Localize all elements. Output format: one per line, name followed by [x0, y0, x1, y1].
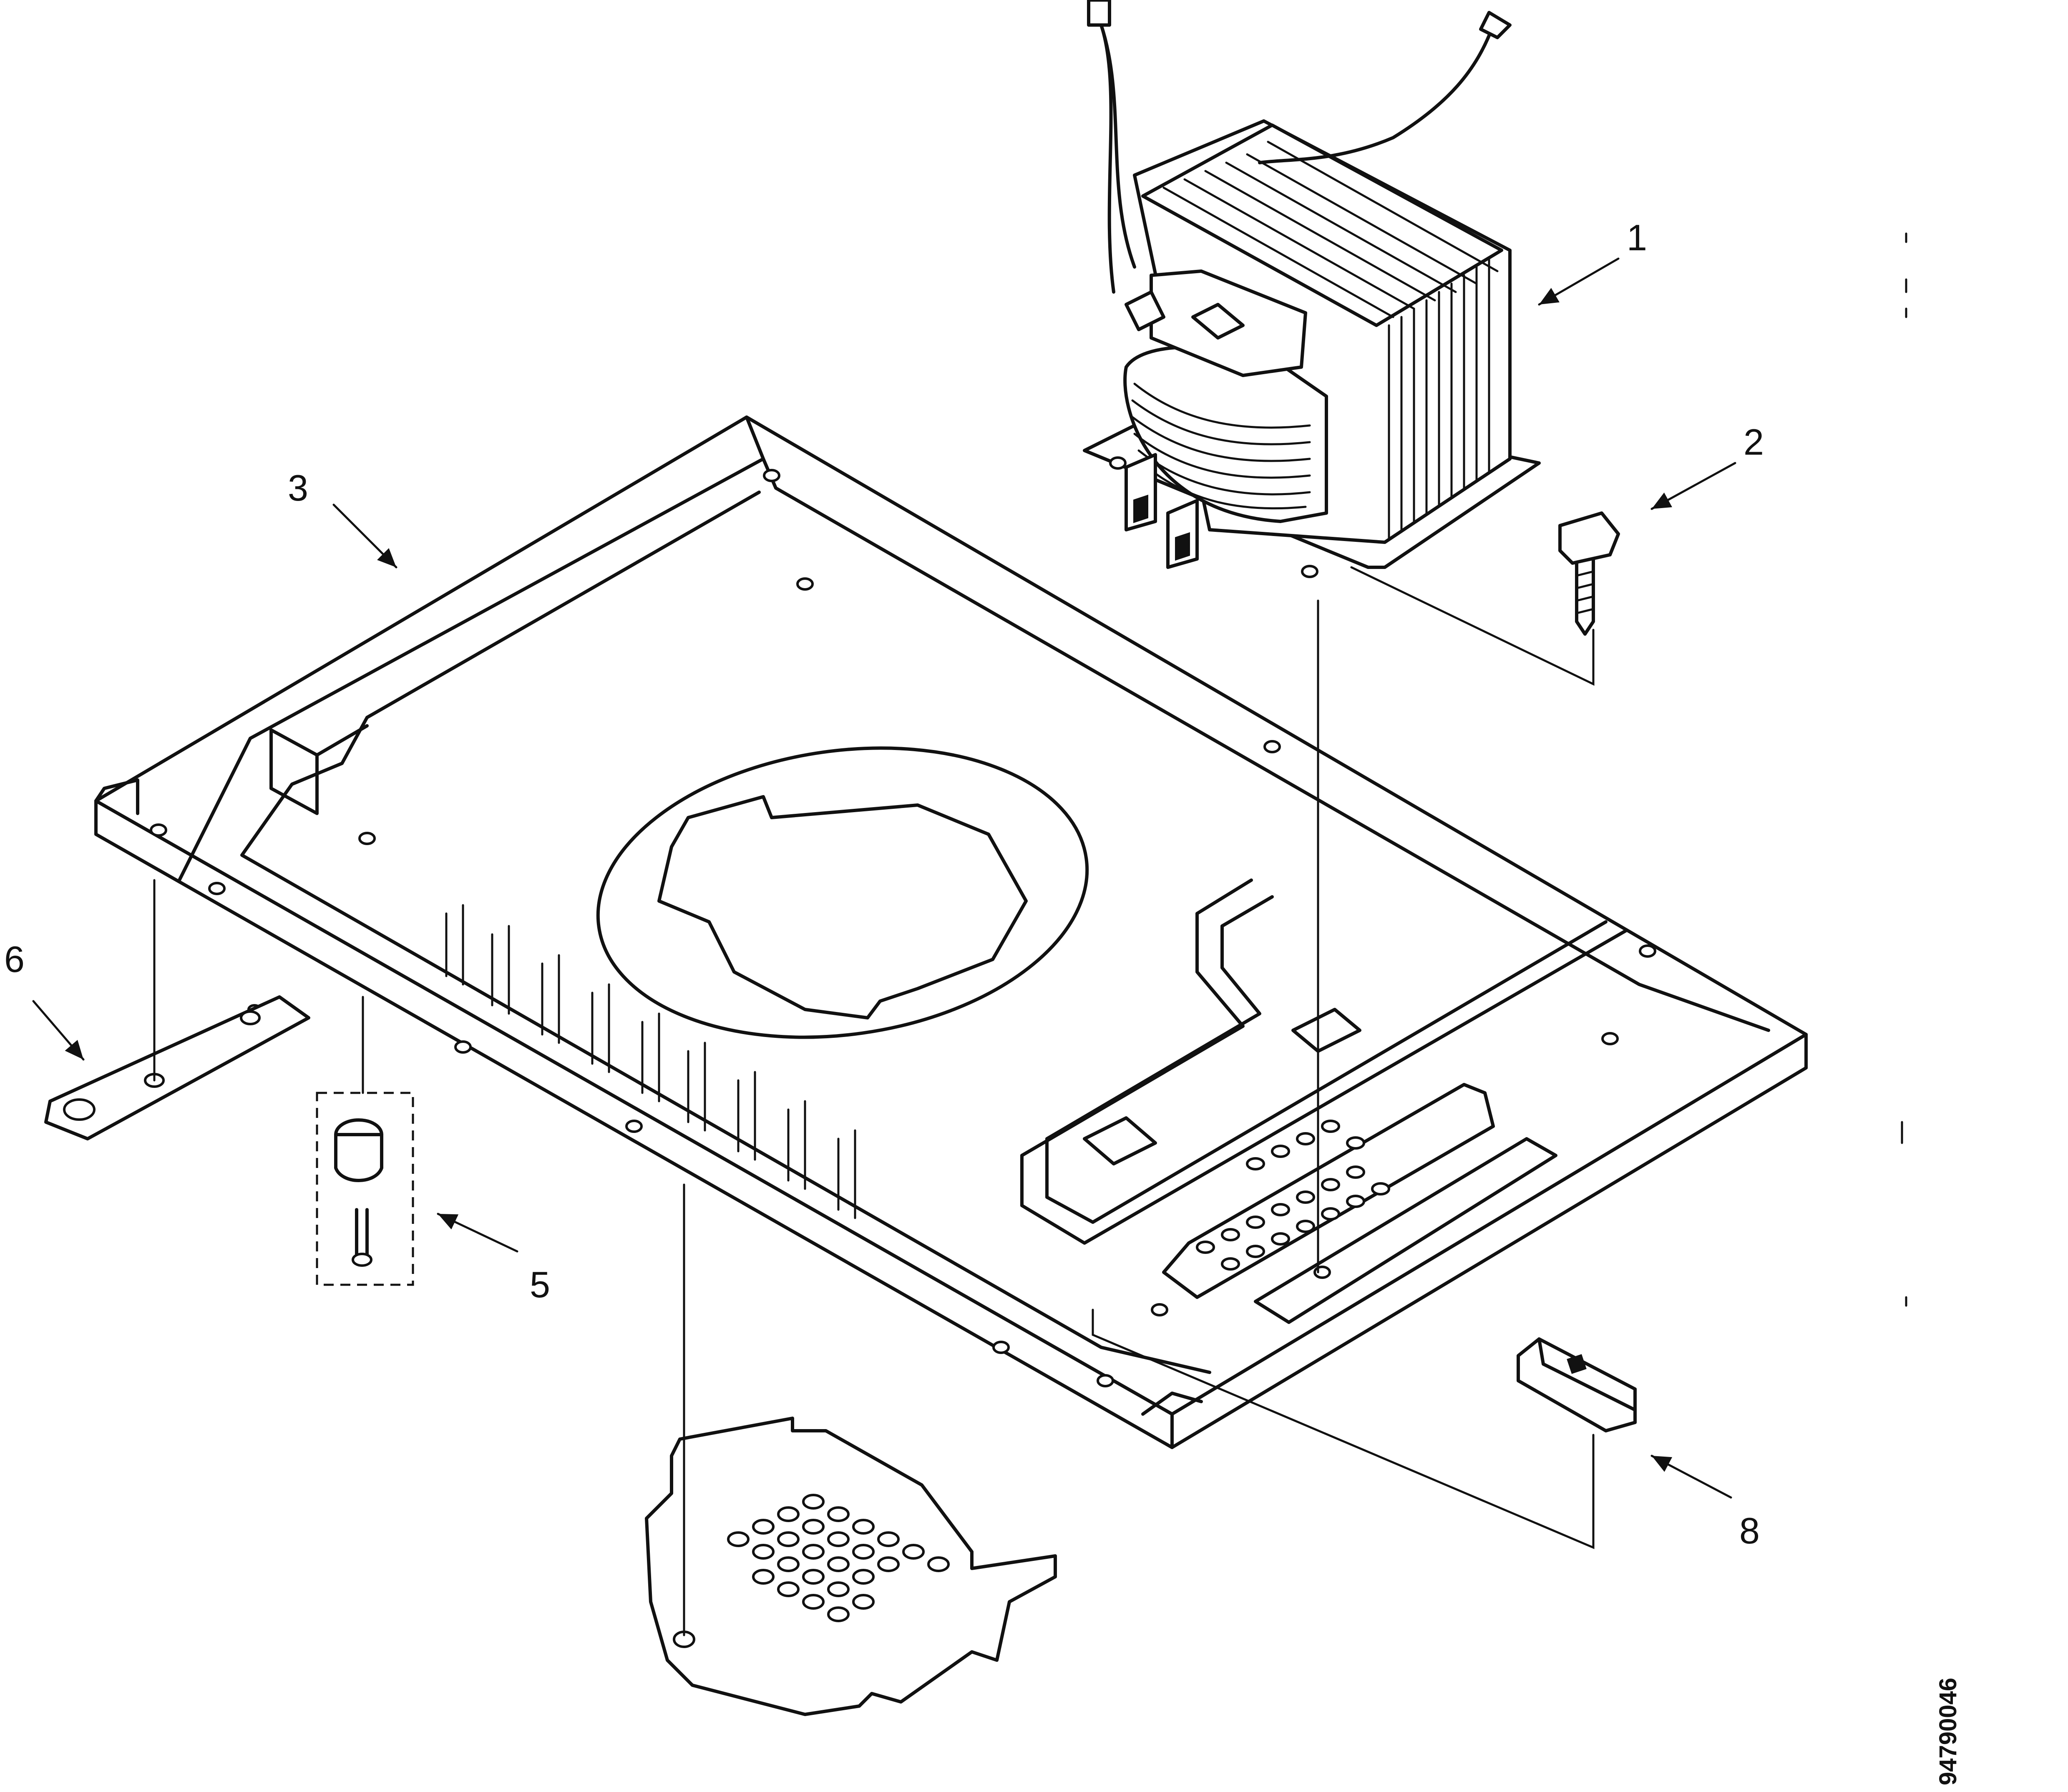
cover-perforations — [727, 1494, 950, 1622]
screw — [1558, 511, 1620, 636]
transformer — [1083, 0, 1541, 578]
callout-arrows — [32, 257, 1736, 1499]
terminal-block — [1517, 1337, 1637, 1432]
vent-perforations — [1196, 1120, 1390, 1271]
callout-3-label: 3 — [288, 467, 308, 508]
callout-5-label: 5 — [530, 1264, 550, 1305]
turntable-cover-plate — [645, 1417, 1057, 1716]
callout-2-label: 2 — [1743, 421, 1764, 463]
scan-marks — [1901, 232, 1907, 1307]
callout-8-label: 8 — [1739, 1510, 1760, 1551]
document-number: 94790046 — [1935, 1678, 1962, 1785]
mounting-bracket — [44, 995, 310, 1140]
rubber-foot — [316, 1092, 414, 1286]
callout-1-label: 1 — [1627, 217, 1647, 258]
callout-6-label: 6 — [4, 939, 25, 980]
assembly-leader-lines — [153, 566, 1595, 1636]
base-plate — [94, 415, 1808, 1449]
